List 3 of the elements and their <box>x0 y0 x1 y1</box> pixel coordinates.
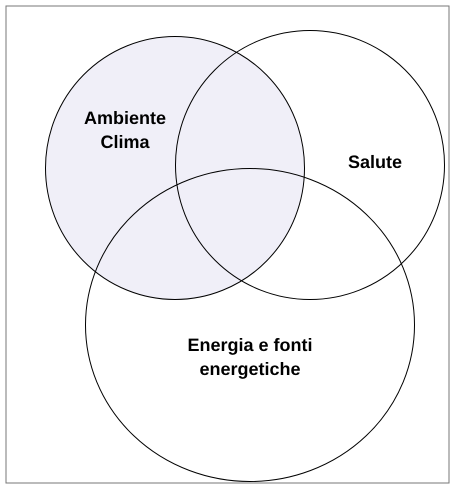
circle-label: Energia e fonti energetiche <box>186 334 314 381</box>
circle-label: Ambiente Clima <box>82 107 167 154</box>
circle-label: Salute <box>346 151 404 174</box>
